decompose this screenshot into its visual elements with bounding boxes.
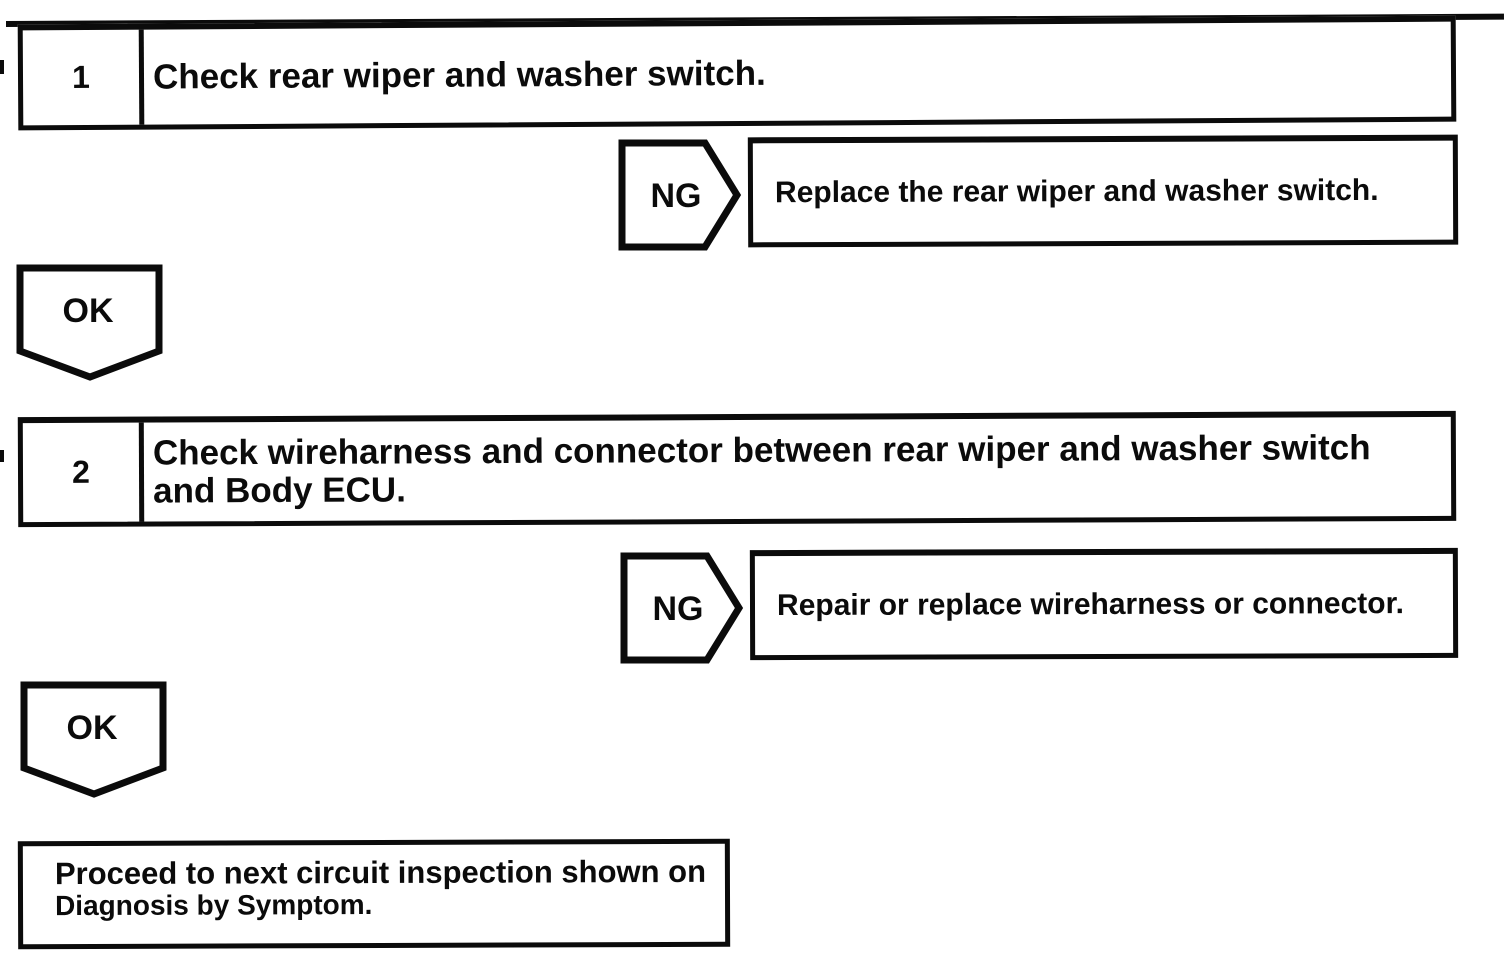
step-2-ng-arrow: NG bbox=[620, 552, 744, 664]
result-text-line2: Diagnosis by Symptom. bbox=[54, 889, 373, 922]
step-1-instruction: Check rear wiper and washer switch. bbox=[152, 53, 766, 97]
ok-label: OK bbox=[67, 709, 118, 747]
step-2-ok-arrow: OK bbox=[20, 681, 167, 798]
step-2-ng-action-box: Repair or replace wireharness or connect… bbox=[749, 547, 1459, 661]
scan-artifact bbox=[0, 60, 4, 74]
result-box: Proceed to next circuit inspection shown… bbox=[17, 838, 731, 950]
step-2-box: 2 Check wireharness and connector betwee… bbox=[17, 410, 1457, 528]
step-1-ok-arrow: OK bbox=[16, 264, 163, 381]
ok-label: OK bbox=[63, 292, 114, 330]
step-2-instruction: Check wireharness and connector between … bbox=[152, 427, 1371, 511]
step-2-ng-action-text: Repair or replace wireharness or connect… bbox=[776, 586, 1404, 622]
ng-label: NG bbox=[653, 590, 704, 628]
ng-pentagon-shape bbox=[618, 139, 742, 251]
scan-artifact bbox=[0, 450, 4, 462]
step-2-number: 2 bbox=[22, 422, 145, 523]
step-1-ng-arrow: NG bbox=[618, 139, 742, 251]
step-1-number: 1 bbox=[22, 29, 145, 126]
step-1-ng-action-box: Replace the rear wiper and washer switch… bbox=[747, 134, 1459, 248]
ng-pentagon-shape bbox=[620, 552, 744, 664]
ok-pentagon-shape bbox=[20, 681, 167, 798]
result-text-line1: Proceed to next circuit inspection shown… bbox=[54, 853, 707, 892]
step-1-ng-action-text: Replace the rear wiper and washer switch… bbox=[774, 173, 1379, 209]
ok-pentagon-shape bbox=[16, 264, 163, 381]
step-1-box: 1 Check rear wiper and washer switch. bbox=[17, 15, 1457, 131]
ng-label: NG bbox=[651, 177, 702, 215]
